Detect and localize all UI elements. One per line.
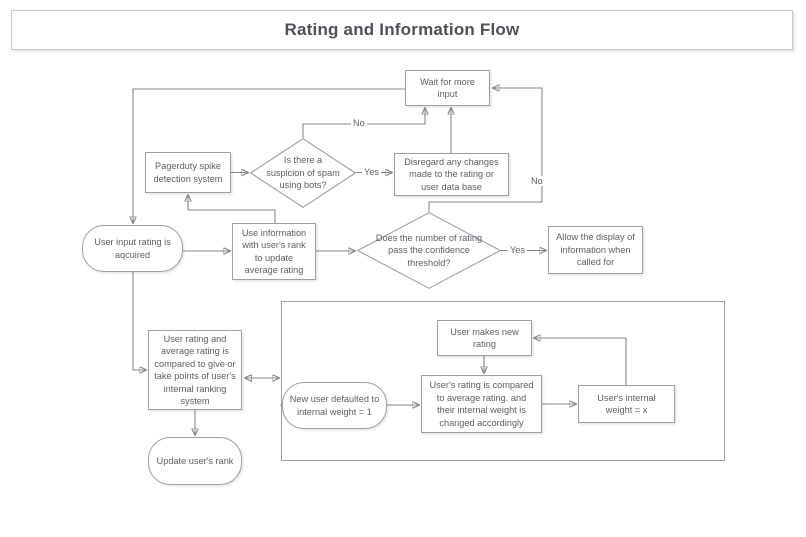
node-use-information-label: Use information with user's rank to upda… <box>241 227 307 276</box>
title-bar: Rating and Information Flow <box>11 10 793 50</box>
edge-userinput-to-compare <box>132 272 146 370</box>
node-internal-weight-label: User's internal weight = x <box>597 392 656 416</box>
node-update-rank[interactable]: Update user's rank <box>148 437 242 485</box>
node-pagerduty[interactable]: Pagerduty spike detection system <box>145 152 231 193</box>
node-user-input-label: User input rating is aqcuired <box>94 237 171 260</box>
node-internal-weight[interactable]: User's internal weight = x <box>578 385 675 423</box>
node-compare-ranking[interactable]: User rating and average rating is compar… <box>148 330 242 410</box>
diamond-shape-confidence <box>357 212 501 289</box>
node-rating-compared[interactable]: User's rating is compared to average rat… <box>421 375 542 433</box>
node-user-makes-rating[interactable]: User makes new rating <box>437 320 532 356</box>
node-new-user-label: New user defaulted to internal weight = … <box>289 394 380 417</box>
edge-label-confidence-yes: Yes <box>508 245 527 255</box>
node-use-information[interactable]: Use information with user's rank to upda… <box>232 223 316 280</box>
node-wait-for-input[interactable]: Wait for more input <box>405 70 490 106</box>
page-title: Rating and Information Flow <box>284 20 520 39</box>
diamond-shape-spam <box>250 138 356 208</box>
node-confidence-decision-label: Does the number of rating pass the confi… <box>375 232 483 268</box>
node-update-rank-label: Update user's rank <box>156 455 234 466</box>
node-user-makes-rating-label: User makes new rating <box>450 326 519 350</box>
node-spam-decision[interactable]: Is there a suspicion of spam using bots? <box>250 138 356 208</box>
node-disregard-label: Disregard any changes made to the rating… <box>404 156 499 192</box>
node-rating-compared-label: User's rating is compared to average rat… <box>429 380 534 428</box>
edge-label-spam-no: No <box>351 118 367 128</box>
node-disregard[interactable]: Disregard any changes made to the rating… <box>394 153 509 196</box>
edge-label-spam-yes: Yes <box>362 167 381 177</box>
edge-label-confidence-no: No <box>529 176 545 186</box>
node-allow-display[interactable]: Allow the display of information when ca… <box>548 226 643 274</box>
node-compare-ranking-label: User rating and average rating is compar… <box>154 333 236 407</box>
node-user-input[interactable]: User input rating is aqcuired <box>82 225 183 272</box>
node-wait-for-input-label: Wait for more input <box>420 76 475 100</box>
node-confidence-decision[interactable]: Does the number of rating pass the confi… <box>357 212 501 289</box>
node-pagerduty-label: Pagerduty spike detection system <box>153 161 223 184</box>
node-spam-decision-label: Is there a suspicion of spam using bots? <box>266 155 340 191</box>
node-allow-display-label: Allow the display of information when ca… <box>556 232 635 268</box>
node-new-user[interactable]: New user defaulted to internal weight = … <box>282 382 387 429</box>
internal-weight-subflow-group <box>281 301 725 461</box>
